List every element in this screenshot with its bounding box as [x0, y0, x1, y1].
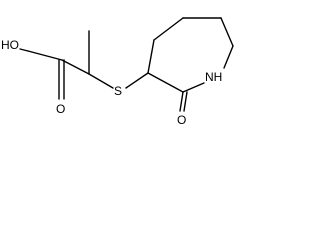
atom-labels: HO S NH O O — [1, 38, 222, 127]
lactam-carbonyl-bond-1 — [179, 91, 184, 112]
ring-bond — [153, 17, 184, 41]
ring-bond — [223, 45, 234, 69]
ring-bond — [220, 17, 234, 47]
ring-bond — [182, 82, 205, 93]
bonds — [19, 17, 234, 112]
bond-carbonyl-alpha — [61, 59, 90, 75]
hydroxyl-label: HO — [1, 38, 19, 52]
bond-alpha-sulfur — [88, 73, 114, 89]
bond-hydroxyl-carbonyl — [27, 50, 63, 61]
acid-oxygen-label: O — [56, 102, 65, 116]
bond-sulfur-ring — [125, 72, 149, 89]
lactam-oxygen-label: O — [177, 113, 186, 127]
bond-hydroxyl-carbonyl — [19, 48, 29, 52]
sulfur-label: S — [114, 84, 122, 98]
structure-diagram: HO S NH O O — [1, 17, 234, 127]
lactam-carbonyl-bond-2 — [183, 91, 188, 112]
ring-nitrogen-label: NH — [205, 70, 222, 84]
ring-bond — [147, 72, 184, 93]
ring-bond — [147, 39, 155, 74]
